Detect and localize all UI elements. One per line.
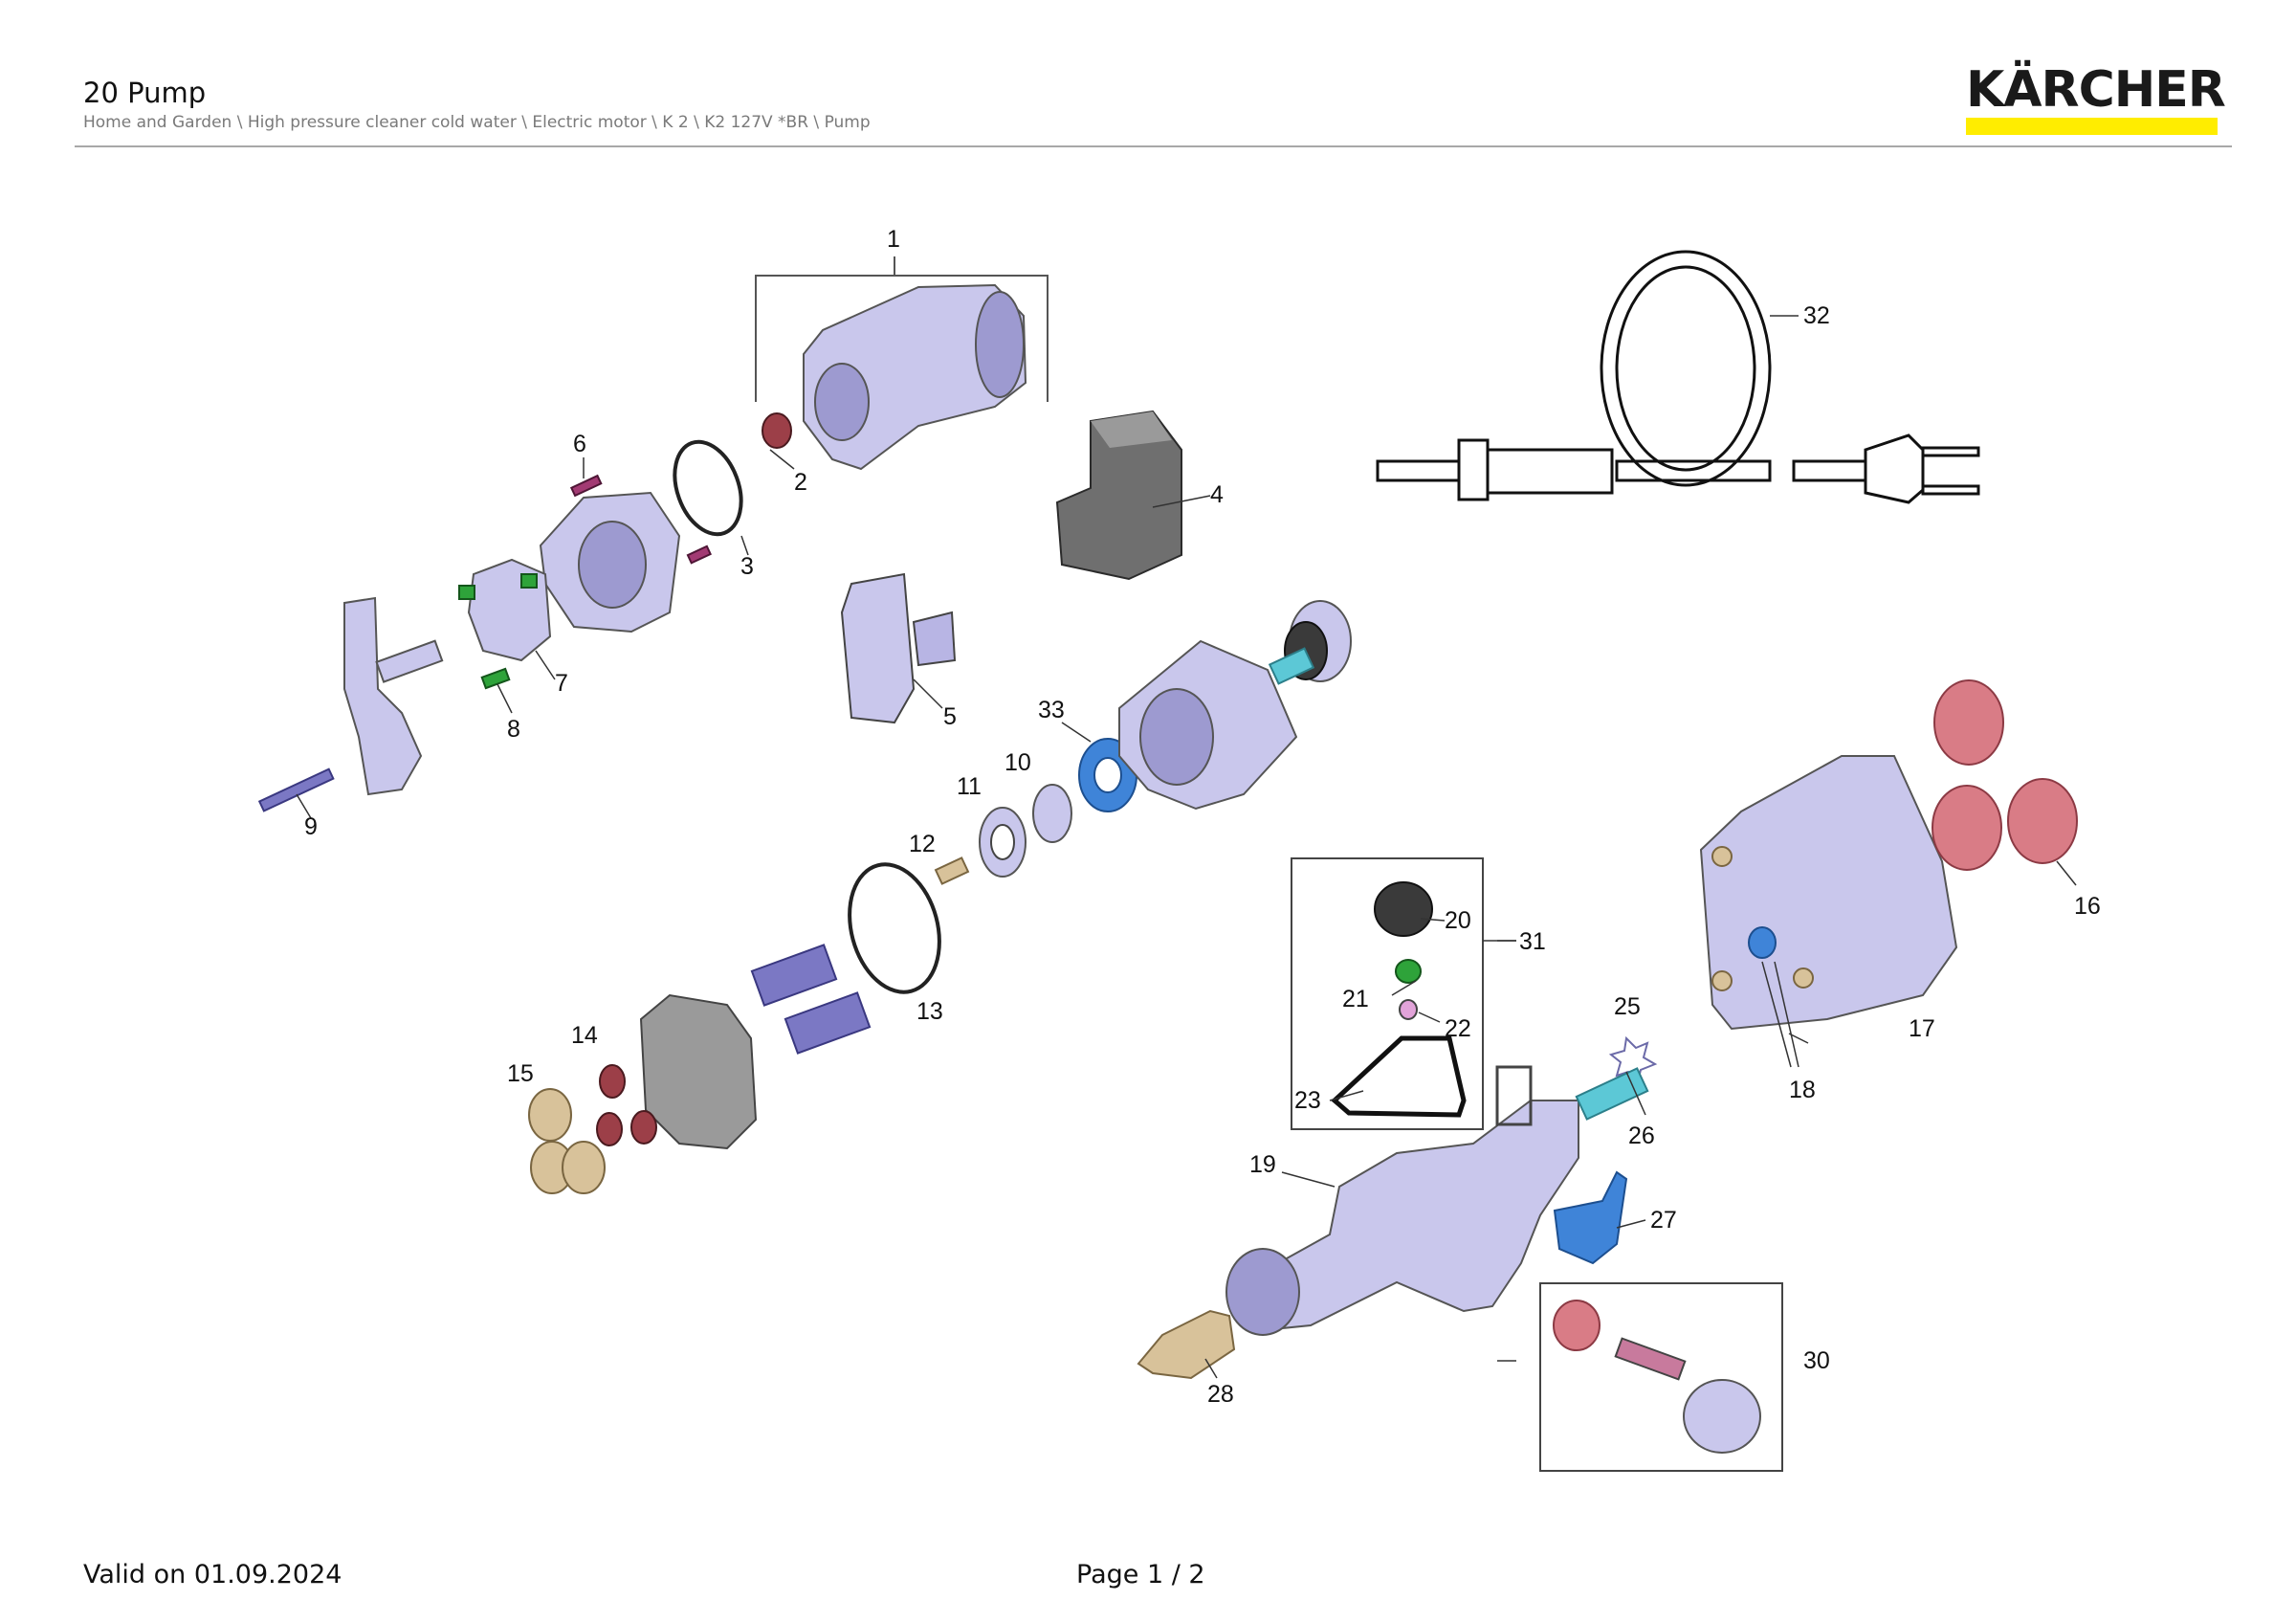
callout-22: 22 xyxy=(1445,1015,1471,1042)
callout-25: 25 xyxy=(1614,993,1641,1020)
callout-8: 8 xyxy=(507,716,520,743)
callout-2: 2 xyxy=(794,469,807,496)
callout-1: 1 xyxy=(887,226,900,253)
callout-12: 12 xyxy=(909,831,936,857)
green-screw-b xyxy=(520,573,538,589)
part-21-valve xyxy=(1395,959,1422,984)
callout-15: 15 xyxy=(507,1060,534,1087)
part-33-bearing-inner xyxy=(1093,757,1122,793)
callout-labels: 1 2 3 4 5 6 7 8 9 10 11 12 13 14 15 16 1… xyxy=(304,226,2101,1408)
part-17-cylinder-head xyxy=(1699,755,1958,1031)
piston-b xyxy=(784,991,872,1055)
part-13-o-ring xyxy=(848,862,941,994)
breadcrumb: Home and Garden \ High pressure cleaner … xyxy=(83,113,871,132)
callout-16: 16 xyxy=(2074,893,2101,920)
part-15-ring-a xyxy=(528,1088,572,1142)
page-title: 20 Pump xyxy=(83,77,207,109)
part-3-o-ring xyxy=(673,439,743,537)
callout-6: 6 xyxy=(573,431,586,457)
motor-bore xyxy=(1139,688,1214,786)
part-27-bracket xyxy=(1553,1170,1628,1265)
callout-10: 10 xyxy=(1004,749,1031,776)
leader-lines xyxy=(296,315,2077,1379)
callout-26: 26 xyxy=(1628,1123,1655,1149)
part-8-screw xyxy=(480,667,511,690)
head-bolt-c xyxy=(1793,967,1814,989)
part-7-plate xyxy=(467,558,552,662)
part-30-valve xyxy=(1683,1379,1761,1454)
callout-5: 5 xyxy=(943,703,957,730)
callout-7: 7 xyxy=(555,670,568,697)
part-19-valve-body xyxy=(1225,1065,1579,1336)
part-14-seal-c xyxy=(630,1110,657,1145)
part-30-cap xyxy=(1553,1300,1601,1351)
part-22-spring xyxy=(1399,999,1418,1020)
callout-23: 23 xyxy=(1294,1087,1321,1114)
callout-13: 13 xyxy=(916,998,943,1025)
part-5-switch xyxy=(840,572,957,724)
part-26-plunger xyxy=(1575,1067,1649,1121)
part-31-kit-box xyxy=(1291,857,1484,1130)
part-30-kit-box xyxy=(1539,1282,1783,1472)
part-30-spring xyxy=(1614,1337,1687,1381)
brand-logo: KÄRCHER xyxy=(1966,61,2226,119)
callout-33: 33 xyxy=(1038,697,1065,723)
outlet-cross-pipe xyxy=(375,639,444,683)
callout-30: 30 xyxy=(1803,1347,1830,1374)
part-9-bolt xyxy=(257,767,335,812)
callout-21: 21 xyxy=(1342,986,1369,1012)
header-divider xyxy=(75,145,2232,147)
valid-date: Valid on 01.09.2024 xyxy=(83,1560,342,1590)
part-16-seal-b xyxy=(1932,785,2002,871)
flange-bore xyxy=(578,521,647,609)
part-6-screw-b xyxy=(686,545,712,565)
part-14-seal-b xyxy=(596,1112,623,1146)
part-12-pin xyxy=(934,856,970,885)
head-bolt-b xyxy=(1711,970,1733,991)
callout-17: 17 xyxy=(1909,1015,1935,1042)
part-23-seal xyxy=(1331,1035,1467,1118)
part-2-seal-ring xyxy=(762,412,792,449)
part-6-screw xyxy=(569,474,603,498)
callout-14: 14 xyxy=(571,1022,598,1049)
page-indicator: Page 1 / 2 xyxy=(1076,1560,1205,1590)
outlet-fitting xyxy=(343,596,423,796)
piston-a xyxy=(750,944,838,1007)
part-10-washer xyxy=(1032,784,1072,843)
callout-11: 11 xyxy=(957,773,982,800)
callout-31: 31 xyxy=(1519,928,1546,955)
callout-28: 28 xyxy=(1207,1381,1234,1408)
brand-logo-bar xyxy=(1966,118,2218,135)
part-20-cap xyxy=(1374,881,1433,937)
callout-18: 18 xyxy=(1789,1077,1816,1103)
callout-27: 27 xyxy=(1650,1207,1677,1234)
part-14-seal-a xyxy=(599,1064,626,1099)
callout-3: 3 xyxy=(740,553,754,580)
part-18-valve xyxy=(1748,926,1777,959)
part-16-seal-a xyxy=(1933,679,2004,766)
callout-4: 4 xyxy=(1210,481,1224,508)
part-32-power-cable xyxy=(1376,250,1980,504)
part-16-seal-c xyxy=(2007,778,2078,864)
callout-9: 9 xyxy=(304,813,318,840)
pump-head-plate xyxy=(639,993,758,1150)
part-15-ring-c xyxy=(562,1141,606,1194)
teal-shaft xyxy=(1268,647,1315,685)
part-28-nozzle xyxy=(1137,1309,1236,1380)
callout-32: 32 xyxy=(1803,302,1830,329)
part-4-cover xyxy=(1055,410,1182,581)
green-screw-a xyxy=(458,585,475,600)
callout-19: 19 xyxy=(1249,1151,1276,1178)
part-11-washer-hole xyxy=(990,824,1015,860)
part-1-pump-housing xyxy=(755,256,1049,471)
head-bolt-a xyxy=(1711,846,1733,867)
callout-20: 20 xyxy=(1445,907,1471,934)
